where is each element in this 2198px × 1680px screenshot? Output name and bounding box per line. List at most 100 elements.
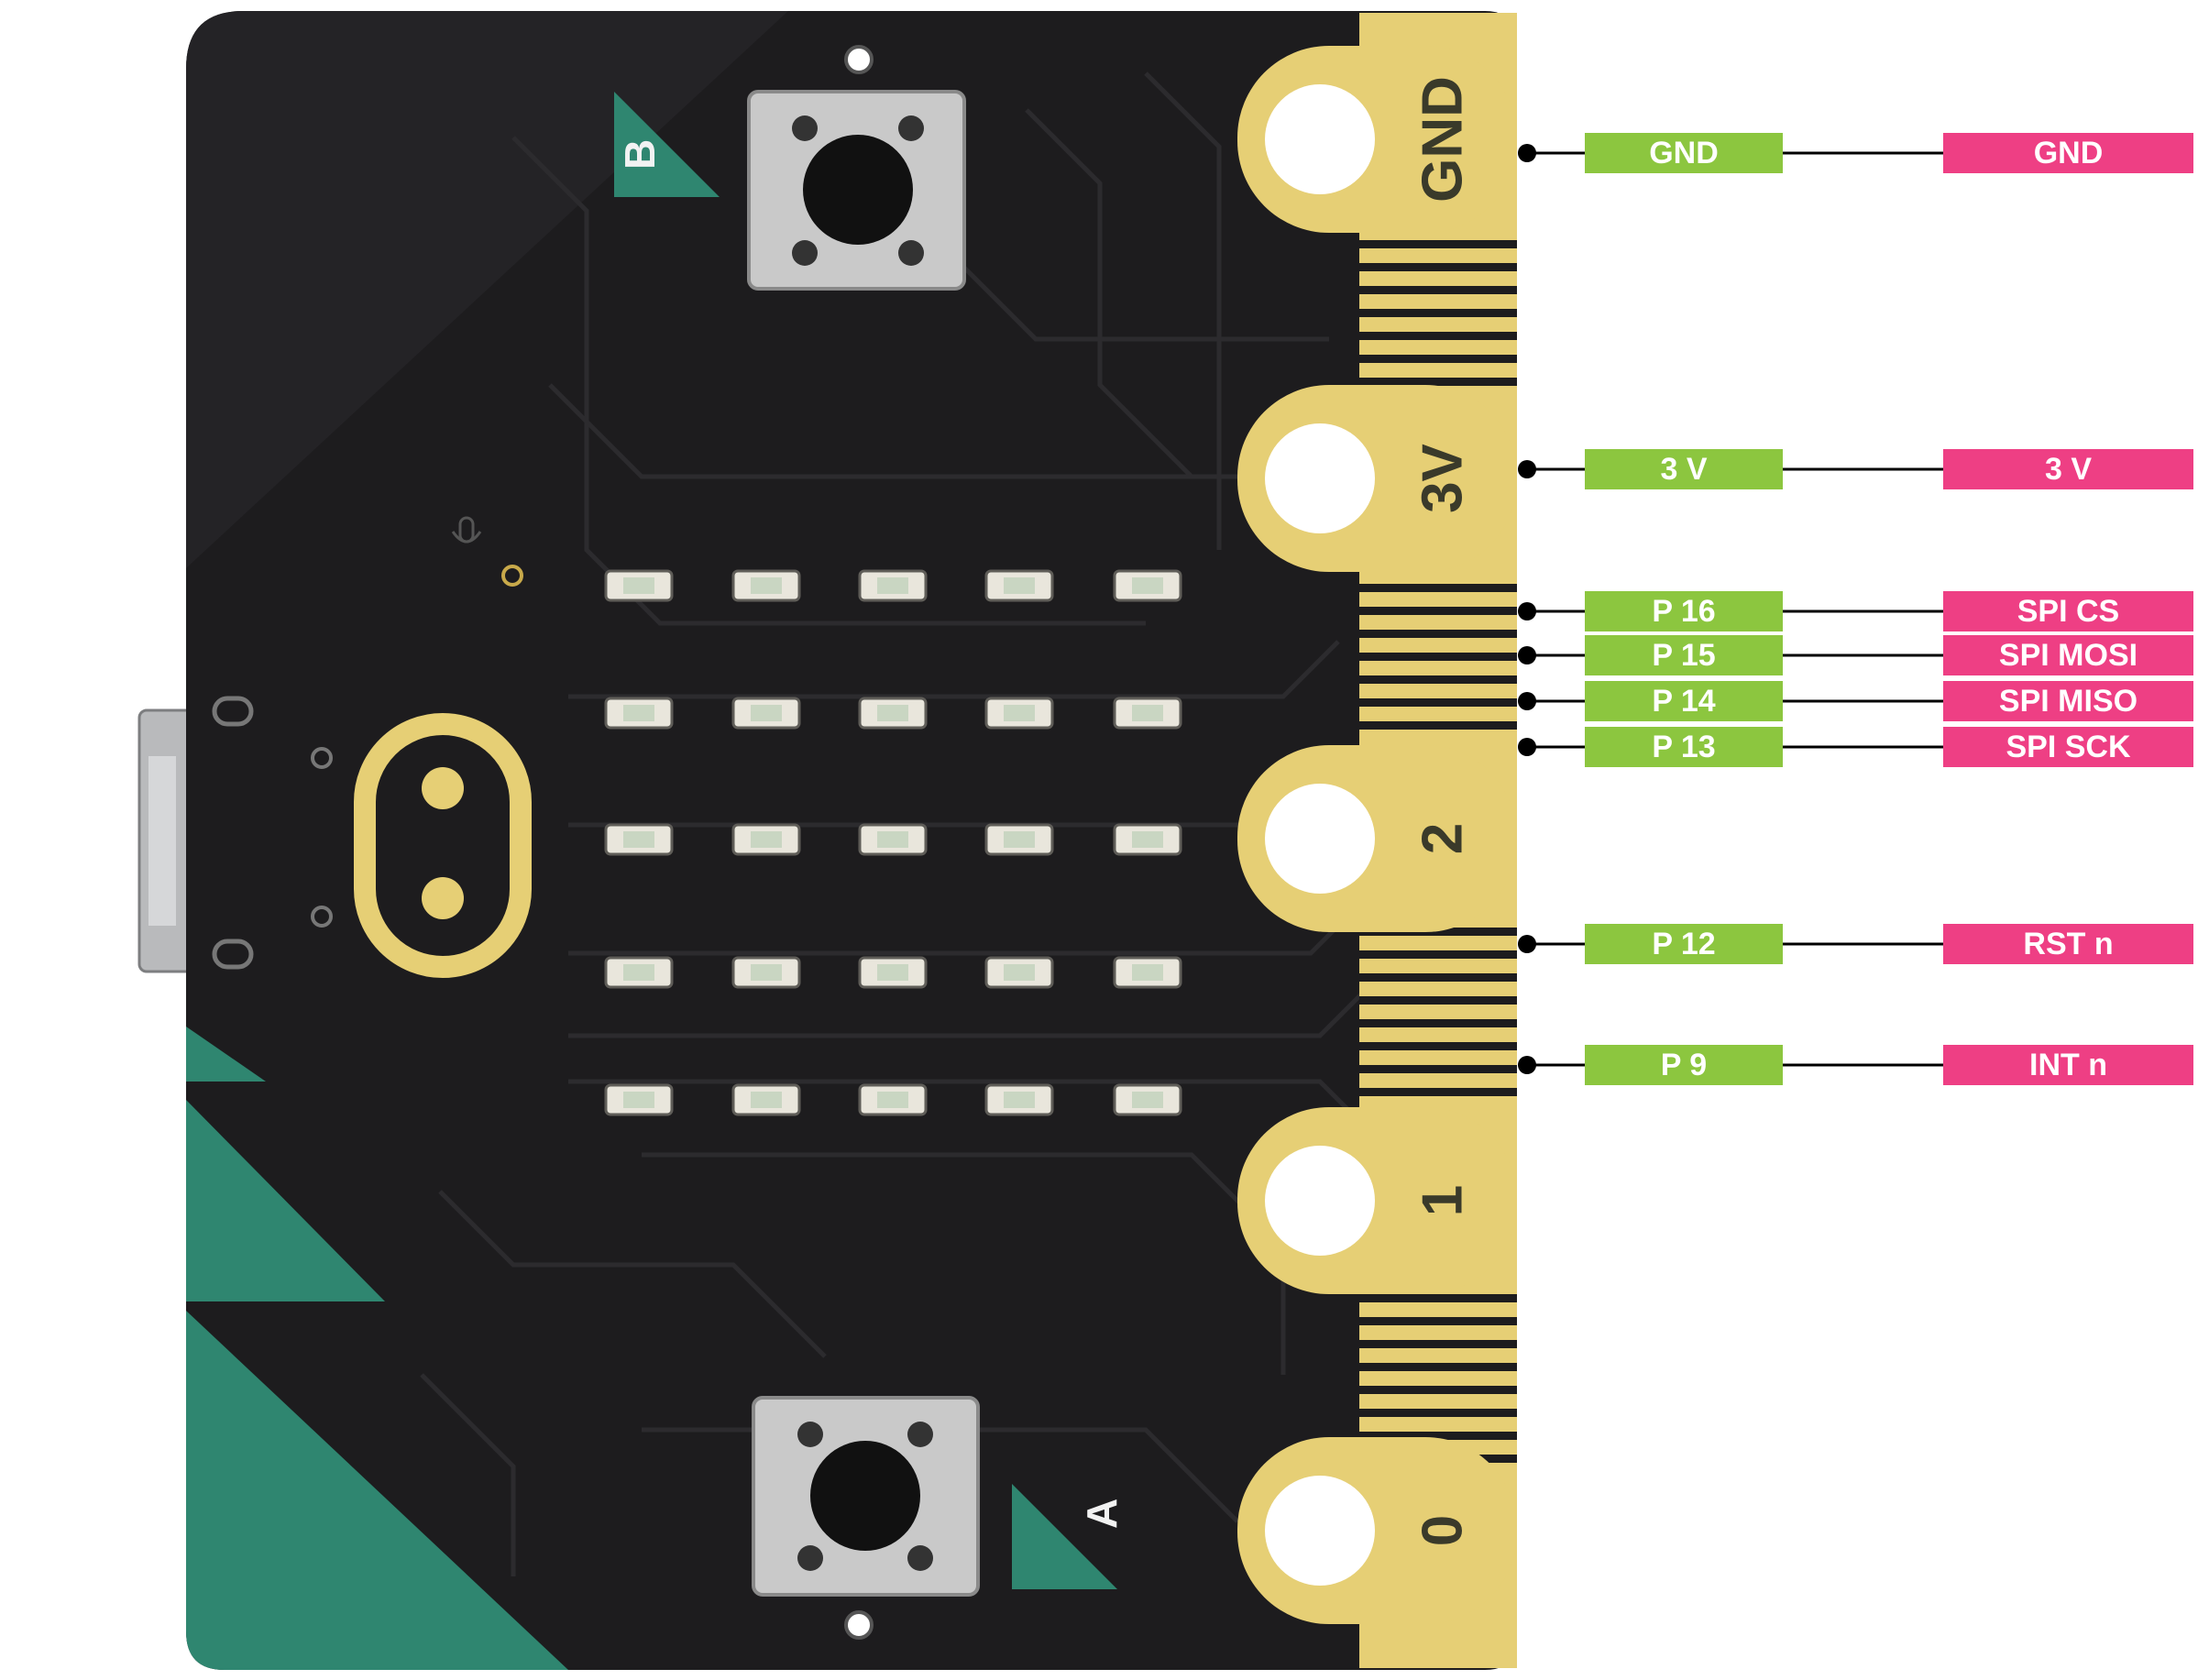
button-b-letter: B <box>616 139 664 170</box>
pin-label-gnd: GND <box>1585 133 1783 173</box>
edge-finger-gap <box>1359 1088 1517 1096</box>
led-die <box>1004 964 1035 981</box>
pin-label-p9: P 9 <box>1585 1045 1783 1085</box>
edge-finger-gap <box>1359 721 1517 730</box>
led-die <box>623 577 654 594</box>
led-die <box>751 831 782 848</box>
edge-pad-hole <box>1265 84 1375 194</box>
edge-finger-gap <box>1359 1386 1517 1394</box>
function-label-spi-sck: SPI SCK <box>1943 727 2193 767</box>
edge-pad-hole <box>1265 423 1375 533</box>
led-die <box>877 1092 908 1108</box>
led-die <box>1132 964 1163 981</box>
led-die <box>877 964 908 981</box>
edge-finger-gap <box>1359 1340 1517 1348</box>
edge-label: 2 <box>1411 823 1474 854</box>
led-die <box>1132 705 1163 721</box>
edge-finger-gap <box>1359 240 1517 248</box>
edge-finger-gap <box>1359 1317 1517 1325</box>
led-die <box>1132 1092 1163 1108</box>
edge-finger-gap <box>1359 263 1517 271</box>
edge-label: 3V <box>1411 444 1474 513</box>
led-die <box>623 964 654 981</box>
function-label-int-n: INT n <box>1943 1045 2193 1085</box>
microphone-hole <box>501 565 523 587</box>
led-die <box>623 705 654 721</box>
edge-finger-gap <box>1359 355 1517 363</box>
led-die <box>623 831 654 848</box>
led-die <box>751 1092 782 1108</box>
function-label-rst-n: RST n <box>1943 924 2193 964</box>
edge-finger-gap <box>1359 698 1517 707</box>
teal-stripe-3 <box>186 1311 568 1670</box>
edge-finger-gap <box>1359 1363 1517 1371</box>
edge-finger-gap <box>1359 584 1517 592</box>
pin-label-p13: P 13 <box>1585 727 1783 767</box>
logo-icon[interactable] <box>354 713 532 978</box>
edge-finger-gap <box>1359 332 1517 340</box>
button-a-marker <box>1012 1484 1117 1589</box>
edge-finger-gap <box>1359 378 1517 386</box>
edge-finger-gap <box>1359 1432 1517 1440</box>
function-label-spi-mosi: SPI MOSI <box>1943 635 2193 675</box>
led-die <box>877 831 908 848</box>
edge-finger-gap <box>1359 675 1517 684</box>
led-matrix <box>604 569 1182 1116</box>
edge-connector: GND 3V 2 1 0 <box>1237 13 1517 1668</box>
edge-finger-gap <box>1359 996 1517 1005</box>
button-a-cap <box>810 1441 920 1551</box>
led-die <box>751 964 782 981</box>
mount-hole-bottom <box>844 1610 874 1640</box>
edge-label: 1 <box>1411 1185 1474 1216</box>
led-die <box>1004 577 1035 594</box>
pin-connectors <box>1518 144 1943 1074</box>
edge-pad-hole <box>1265 1146 1375 1256</box>
led-die <box>1004 1092 1035 1108</box>
mount-hole-top <box>844 45 874 74</box>
button-b-marker <box>614 92 720 197</box>
edge-finger-gap <box>1359 1042 1517 1050</box>
edge-label: 0 <box>1411 1515 1474 1546</box>
edge-finger-gap <box>1359 1019 1517 1027</box>
edge-fingers <box>1359 240 1517 1463</box>
edge-finger-gap <box>1359 309 1517 317</box>
pin-label-p16: P 16 <box>1585 591 1783 631</box>
edge-finger-gap <box>1359 607 1517 615</box>
button-a-letter: A <box>1078 1499 1126 1529</box>
button-b-cap <box>803 135 913 245</box>
function-label-gnd: GND <box>1943 133 2193 173</box>
pin-label-3v: 3 V <box>1585 449 1783 489</box>
pin-label-p14: P 14 <box>1585 681 1783 721</box>
button-b[interactable]: B <box>614 90 966 291</box>
led-die <box>1004 831 1035 848</box>
led-die <box>623 1092 654 1108</box>
microphone-icon <box>451 516 523 587</box>
edge-label: GND <box>1411 76 1474 203</box>
edge-finger-gap <box>1359 928 1517 936</box>
led-die <box>1004 705 1035 721</box>
edge-finger-gap <box>1359 630 1517 638</box>
button-a[interactable]: A <box>752 1396 1126 1597</box>
edge-finger-gap <box>1359 286 1517 294</box>
function-label-spi-cs: SPI CS <box>1943 591 2193 631</box>
logo-dot-bottom <box>422 877 464 919</box>
edge-pad-hole <box>1265 784 1375 894</box>
pcb-traces <box>420 71 1372 1576</box>
teal-stripe-2 <box>186 1100 385 1301</box>
pin-label-p15: P 15 <box>1585 635 1783 675</box>
edge-finger-gap <box>1359 653 1517 661</box>
edge-finger-gap <box>1359 1294 1517 1302</box>
edge-finger-gap <box>1359 973 1517 982</box>
led-die <box>877 705 908 721</box>
edge-finger-gap <box>1359 950 1517 959</box>
pin-label-p12: P 12 <box>1585 924 1783 964</box>
led-die <box>751 577 782 594</box>
led-die <box>877 577 908 594</box>
edge-finger-gap <box>1359 1065 1517 1073</box>
led-die <box>751 705 782 721</box>
edge-pad-hole <box>1265 1476 1375 1586</box>
led-die <box>1132 577 1163 594</box>
teal-stripe-1 <box>186 1027 266 1082</box>
edge-finger-gap <box>1359 1409 1517 1417</box>
